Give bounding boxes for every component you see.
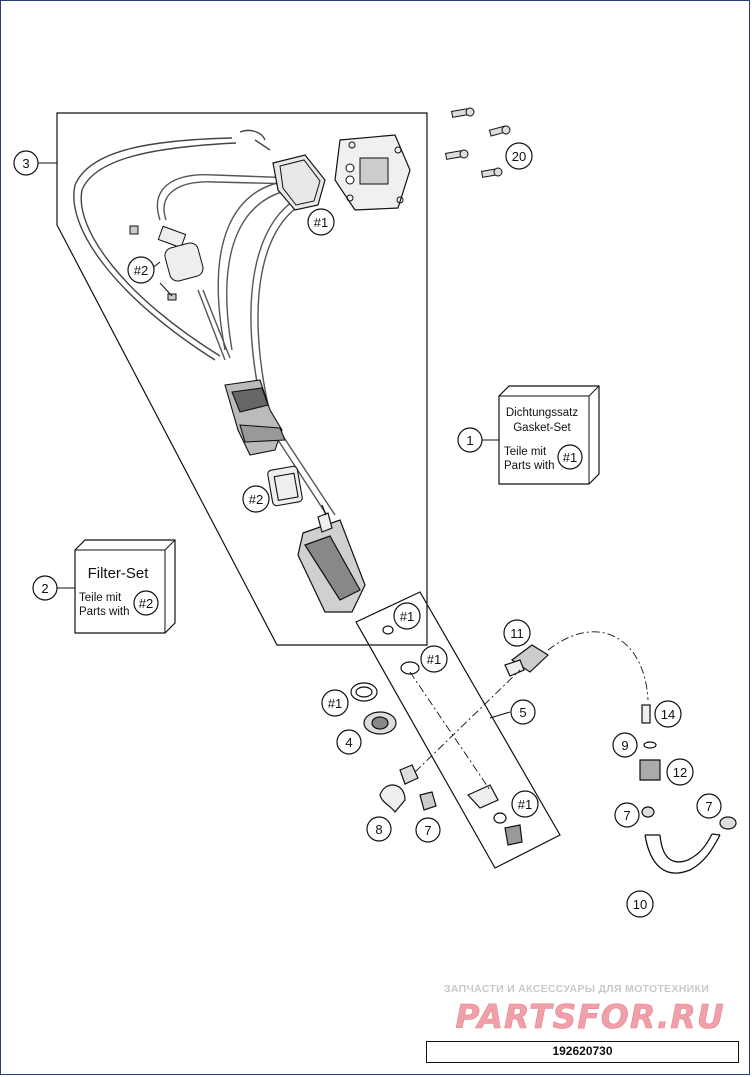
callout-7c: 7 [696, 793, 722, 819]
filter-set-title: Filter-Set [88, 565, 150, 582]
pump-assembly-outline [56, 112, 428, 646]
callout-5: 5 [510, 699, 536, 725]
svg-text:#1: #1 [328, 696, 342, 711]
svg-text:#2: #2 [139, 596, 153, 611]
svg-text:1: 1 [466, 433, 473, 448]
callout-7a: 7 [415, 817, 441, 843]
callout-12: 12 [666, 758, 694, 786]
gaskets [350, 625, 737, 830]
svg-text:#2: #2 [134, 263, 148, 278]
callout-4: 4 [336, 729, 362, 755]
callout-hash1-flange: #1 [307, 208, 335, 236]
fuel-tubes [156, 173, 336, 521]
callout-10: 10 [626, 890, 654, 918]
callout-hash1-ring: #1 [420, 645, 448, 673]
svg-text:14: 14 [661, 707, 675, 722]
callout-8: 8 [366, 816, 392, 842]
svg-text:9: 9 [621, 738, 628, 753]
callout-leaders [57, 439, 499, 589]
svg-text:#1: #1 [563, 450, 577, 465]
svg-text:#1: #1 [427, 652, 441, 667]
svg-text:7: 7 [705, 799, 712, 814]
callout-hash2-strainer: #2 [242, 485, 270, 513]
svg-text:#1: #1 [518, 797, 532, 812]
gasket-set-parts-de: Teile mit [504, 446, 547, 458]
fuel-pump-flange-top [334, 134, 411, 211]
callout-7b: 7 [614, 802, 640, 828]
filter-set-parts-en: Parts with [79, 606, 130, 618]
callout-14: 14 [654, 700, 682, 728]
svg-text:8: 8 [375, 822, 382, 837]
svg-text:7: 7 [623, 808, 630, 823]
wiring-harness [73, 129, 271, 361]
gasket-set-title-en: Gasket-Set [513, 422, 571, 434]
callout-20: 20 [505, 142, 533, 170]
callout-hash2-filter: #2 [127, 256, 155, 284]
svg-text:4: 4 [345, 735, 352, 750]
callout-2: 2 [32, 575, 58, 601]
callout-1: 1 [457, 427, 483, 453]
diagram-id: 192620730 [426, 1041, 739, 1063]
svg-text:7: 7 [424, 823, 431, 838]
svg-text:20: 20 [512, 149, 526, 164]
tank-flange [272, 154, 326, 211]
callout-hash1-oring: #1 [511, 790, 539, 818]
watermark-brand: PARTSFOR.RU [455, 997, 724, 1036]
callout-9: 9 [612, 732, 638, 758]
callout-11: 11 [503, 619, 531, 647]
hose-assembly-outline [355, 591, 561, 869]
svg-text:2: 2 [41, 581, 48, 596]
svg-text:3: 3 [22, 156, 29, 171]
svg-text:10: 10 [633, 897, 647, 912]
screws [445, 107, 511, 178]
filter-set-box [74, 539, 176, 634]
svg-text:#1: #1 [400, 609, 414, 624]
hose [644, 833, 721, 874]
svg-text:12: 12 [673, 765, 687, 780]
svg-text:#1: #1 [314, 215, 328, 230]
leader-lines [409, 631, 649, 791]
gasket-set-title-de: Dichtungssatz [506, 407, 578, 419]
pump-body [224, 379, 303, 507]
filter-set-parts-de: Teile mit [79, 592, 122, 604]
callout-3: 3 [13, 150, 39, 176]
callout-hash1-top: #1 [393, 602, 421, 630]
svg-text:5: 5 [519, 705, 526, 720]
gasket-set-ref: #1 [557, 444, 583, 470]
svg-text:11: 11 [510, 626, 524, 641]
watermark-tagline: ЗАПЧАСТИ И АКСЕССУАРЫ ДЛЯ МОТОТЕХНИКИ [444, 983, 710, 995]
fuel-pump-motor [297, 504, 366, 613]
filter-set-ref: #2 [133, 590, 159, 616]
callout-hash1-gasket: #1 [321, 689, 349, 717]
svg-text:#2: #2 [249, 492, 263, 507]
hose-fittings [379, 644, 661, 846]
gasket-set-parts-en: Parts with [504, 460, 555, 472]
